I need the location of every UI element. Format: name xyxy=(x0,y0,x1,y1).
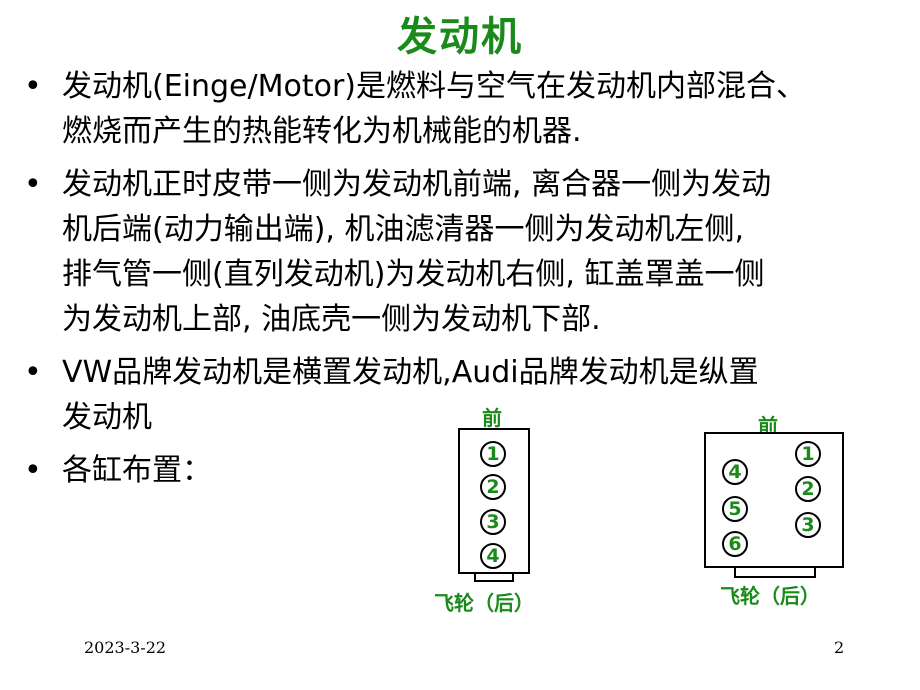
bullet-text-line: 燃烧而产生的热能转化为机械能的机器. xyxy=(62,114,582,149)
bullet-text-line: 排气管一侧(直列发动机)为发动机右侧, 缸盖罩盖一侧 xyxy=(62,257,765,292)
bullet-text-line: 为发动机上部, 油底壳一侧为发动机下部. xyxy=(62,302,601,337)
cylinder-circle: 1 xyxy=(480,441,506,467)
cylinder-circle: 4 xyxy=(480,543,506,569)
cylinder-circle: 2 xyxy=(795,476,821,502)
bullet-dot: • xyxy=(24,453,42,488)
bullet-dot: • xyxy=(24,355,42,390)
bullet-dot: • xyxy=(24,167,42,202)
cylinder-circle: 5 xyxy=(722,496,748,522)
front-label: 前 xyxy=(482,406,502,430)
bullet-item: • VW品牌发动机是横置发动机,Audi品牌发动机是纵置 发动机 xyxy=(24,350,904,440)
bullet-text-line: 发动机 xyxy=(62,400,152,435)
footer-date: 2023-3-22 xyxy=(84,638,167,657)
flywheel-rear-label: 飞轮（后） xyxy=(434,591,534,615)
page-number: 2 xyxy=(834,638,845,657)
bullet-list: • 发动机(Einge/Motor)是燃料与空气在发动机内部混合、 燃烧而产生的… xyxy=(24,64,904,501)
slide-title: 发动机 xyxy=(397,13,523,60)
cylinder-circle: 2 xyxy=(480,474,506,500)
bullet-text-line: 发动机(Einge/Motor)是燃料与空气在发动机内部混合、 xyxy=(62,69,807,104)
cylinder-circle: 3 xyxy=(795,512,821,538)
bullet-item: • 发动机正时皮带一侧为发动机前端, 离合器一侧为发动 机后端(动力输出端), … xyxy=(24,162,904,342)
bullet-item: • 各缸布置： xyxy=(24,448,904,493)
bullet-dot: • xyxy=(24,69,42,104)
bullet-text-line: 发动机正时皮带一侧为发动机前端, 离合器一侧为发动 xyxy=(62,167,772,202)
flywheel xyxy=(734,566,816,578)
bullet-text-line: 各缸布置： xyxy=(62,453,212,488)
flywheel xyxy=(474,572,514,582)
cylinder-circle: 3 xyxy=(480,509,506,535)
cylinder-circle: 6 xyxy=(722,531,748,557)
cylinder-circle: 1 xyxy=(795,441,821,467)
bullet-item: • 发动机(Einge/Motor)是燃料与空气在发动机内部混合、 燃烧而产生的… xyxy=(24,64,904,154)
bullet-text-line: VW品牌发动机是横置发动机,Audi品牌发动机是纵置 xyxy=(62,355,759,390)
cylinder-circle: 4 xyxy=(722,459,748,485)
bullet-text-line: 机后端(动力输出端), 机油滤清器一侧为发动机左侧, xyxy=(62,212,745,247)
flywheel-rear-label: 飞轮（后） xyxy=(720,584,820,608)
